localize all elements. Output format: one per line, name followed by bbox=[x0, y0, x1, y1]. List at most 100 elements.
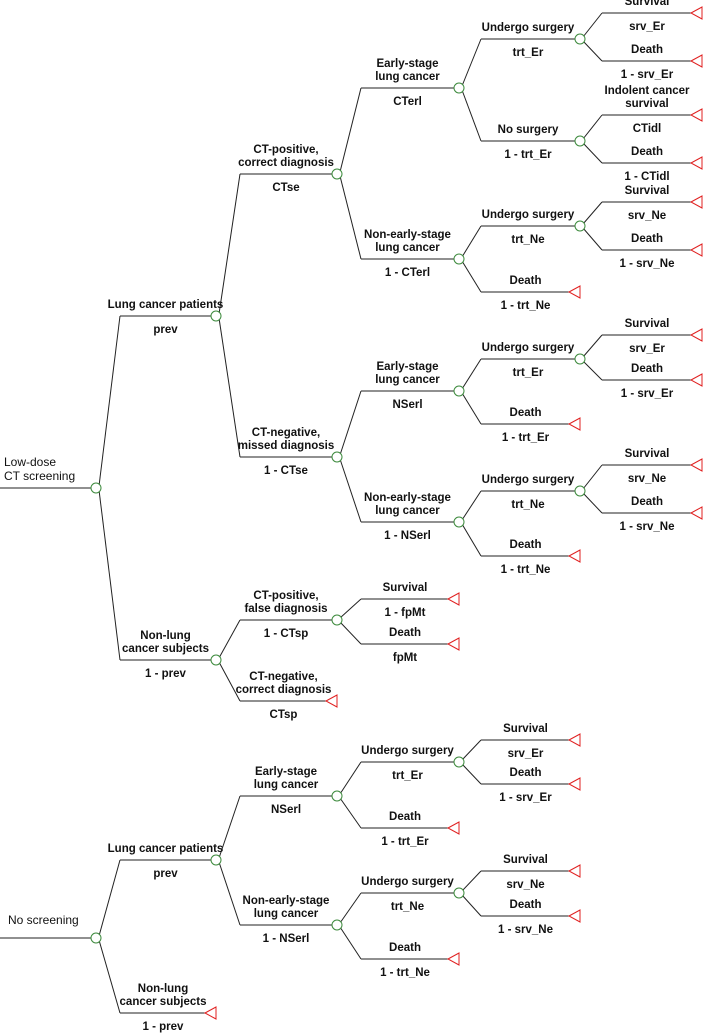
branch-probability-1-prev: 1 - prev bbox=[143, 1021, 185, 1033]
branch-probability-prev: prev bbox=[153, 324, 178, 336]
root-label-low-dose-ct-screening: CT screening bbox=[4, 469, 75, 483]
branch-label-indolent-cancer-survival: Indolent cancer bbox=[605, 85, 691, 97]
branch-label-death: Death bbox=[510, 407, 542, 419]
terminal-node-triangle-icon bbox=[446, 637, 460, 651]
terminal-node-triangle-icon bbox=[689, 506, 703, 520]
terminal-node-triangle-icon bbox=[446, 592, 460, 606]
branch-probability-1-trt-er: 1 - trt_Er bbox=[504, 149, 552, 161]
chance-node-circle-icon bbox=[453, 82, 465, 94]
terminal-node-triangle-icon bbox=[324, 694, 338, 708]
branch-probability-nserl: NSerl bbox=[271, 804, 301, 816]
branch-diagonal-survival bbox=[582, 201, 603, 225]
branch-label-early-stage-lung-cancer: lung cancer bbox=[254, 779, 319, 791]
branch-label-non-lung-cancer-subjects: Non-lung bbox=[140, 630, 190, 642]
branch-label-death: Death bbox=[631, 44, 663, 56]
branch-label-survival: Survival bbox=[625, 0, 670, 8]
terminal-node-triangle-icon bbox=[567, 417, 581, 431]
terminal-node-triangle-icon bbox=[689, 243, 703, 257]
branch-probability-srv-ne: srv_Ne bbox=[506, 879, 544, 891]
branch-label-early-stage-lung-cancer: Early-stage bbox=[376, 58, 438, 70]
branch-probability-1-ctse: 1 - CTse bbox=[264, 465, 308, 477]
branch-diagonal-death bbox=[582, 40, 603, 62]
branch-diagonal-undergo-surgery bbox=[461, 358, 482, 390]
chance-node-circle-icon bbox=[90, 482, 102, 494]
branch-probability-1-trt-er: 1 - trt_Er bbox=[381, 836, 429, 848]
terminal-node-triangle-icon bbox=[689, 328, 703, 342]
terminal-node-triangle-icon bbox=[446, 952, 460, 966]
branch-label-undergo-surgery: Undergo surgery bbox=[361, 745, 454, 757]
branch-label-survival: Survival bbox=[503, 723, 548, 735]
chance-node-circle-icon bbox=[453, 253, 465, 265]
chance-node-circle-icon bbox=[453, 887, 465, 899]
terminal-node-triangle-icon bbox=[689, 156, 703, 170]
branch-diagonal-indolent-cancer-survival bbox=[582, 114, 603, 140]
branch-label-non-lung-cancer-subjects: cancer subjects bbox=[120, 996, 207, 1008]
branch-label-ct-positive-false-diagnosis: false diagnosis bbox=[244, 603, 327, 615]
branch-label-death: Death bbox=[389, 942, 421, 954]
branch-probability-srv-er: srv_Er bbox=[508, 748, 544, 760]
branch-label-ct-negative-missed-diagnosis: CT-negative, bbox=[252, 427, 320, 439]
branch-diagonal-undergo-surgery bbox=[461, 38, 482, 87]
branch-probability-1-nserl: 1 - NSerl bbox=[384, 530, 431, 542]
branch-probability-1-trt-er: 1 - trt_Er bbox=[502, 432, 550, 444]
branch-probability-prev: prev bbox=[153, 868, 178, 880]
branch-label-death: Death bbox=[631, 363, 663, 375]
branch-label-ct-positive-false-diagnosis: CT-positive, bbox=[253, 590, 318, 602]
branch-diagonal-ct-negative-correct-diagnosis bbox=[218, 661, 241, 702]
branch-label-undergo-surgery: Undergo surgery bbox=[482, 22, 575, 34]
branch-label-survival: Survival bbox=[625, 318, 670, 330]
tree-nodes bbox=[90, 6, 703, 1020]
terminal-node-triangle-icon bbox=[567, 285, 581, 299]
branch-label-death: Death bbox=[389, 627, 421, 639]
branch-label-early-stage-lung-cancer: Early-stage bbox=[255, 766, 317, 778]
branch-probability-1-srv-er: 1 - srv_Er bbox=[621, 388, 674, 400]
branch-probability-trt-ne: trt_Ne bbox=[511, 234, 544, 246]
branch-label-ct-negative-correct-diagnosis: correct diagnosis bbox=[236, 684, 332, 696]
branch-probability-1-srv-er: 1 - srv_Er bbox=[621, 69, 674, 81]
branch-label-undergo-surgery: Undergo surgery bbox=[482, 342, 575, 354]
branch-diagonal-non-early-stage-lung-cancer bbox=[339, 458, 362, 523]
branch-probability-1-srv-ne: 1 - srv_Ne bbox=[620, 258, 675, 270]
chance-node-circle-icon bbox=[574, 135, 586, 147]
branch-probability-trt-er: trt_Er bbox=[392, 770, 423, 782]
branch-probability-trt-ne: trt_Ne bbox=[511, 499, 544, 511]
branch-label-early-stage-lung-cancer: lung cancer bbox=[375, 71, 440, 83]
terminal-node-triangle-icon bbox=[567, 777, 581, 791]
chance-node-circle-icon bbox=[331, 451, 343, 463]
branch-label-survival: Survival bbox=[625, 448, 670, 460]
branch-probability-1-cterl: 1 - CTerl bbox=[385, 267, 430, 279]
branch-diagonal-undergo-surgery bbox=[339, 761, 362, 795]
branch-label-lung-cancer-patients: Lung cancer patients bbox=[108, 843, 224, 855]
branch-diagonal-non-early-stage-lung-cancer bbox=[339, 175, 362, 260]
branch-probability-srv-ne: srv_Ne bbox=[628, 473, 666, 485]
terminal-node-triangle-icon bbox=[689, 6, 703, 20]
branch-label-non-lung-cancer-subjects: Non-lung bbox=[138, 983, 188, 995]
branch-probability-1-prev: 1 - prev bbox=[145, 668, 187, 680]
chance-node-circle-icon bbox=[453, 516, 465, 528]
branch-diagonal-undergo-surgery bbox=[339, 892, 362, 924]
branch-diagonal-death bbox=[461, 763, 482, 785]
terminal-node-triangle-icon bbox=[689, 108, 703, 122]
branch-label-no-surgery: No surgery bbox=[498, 124, 559, 136]
branch-label-non-early-stage-lung-cancer: lung cancer bbox=[375, 505, 440, 517]
chance-node-circle-icon bbox=[331, 168, 343, 180]
chance-node-circle-icon bbox=[331, 614, 343, 626]
branch-diagonal-lung-cancer-patients bbox=[98, 859, 121, 937]
terminal-node-triangle-icon bbox=[567, 733, 581, 747]
branch-probability-1-ctsp: 1 - CTsp bbox=[264, 628, 309, 640]
branch-label-non-early-stage-lung-cancer: Non-early-stage bbox=[364, 492, 451, 504]
branch-label-survival: Survival bbox=[383, 582, 428, 594]
branch-label-non-early-stage-lung-cancer: lung cancer bbox=[375, 242, 440, 254]
branch-diagonal-ct-positive-correct-diagnosis bbox=[218, 173, 241, 315]
terminal-node-triangle-icon bbox=[689, 195, 703, 209]
branch-diagonal-survival bbox=[582, 334, 603, 358]
chance-node-circle-icon bbox=[574, 353, 586, 365]
branch-label-early-stage-lung-cancer: lung cancer bbox=[375, 374, 440, 386]
branch-label-death: Death bbox=[631, 496, 663, 508]
root-label-low-dose-ct-screening: Low-dose bbox=[4, 455, 56, 469]
branch-label-ct-positive-correct-diagnosis: CT-positive, bbox=[253, 144, 318, 156]
terminal-node-triangle-icon bbox=[567, 909, 581, 923]
chance-node-circle-icon bbox=[453, 756, 465, 768]
branch-diagonal-death bbox=[461, 260, 482, 293]
